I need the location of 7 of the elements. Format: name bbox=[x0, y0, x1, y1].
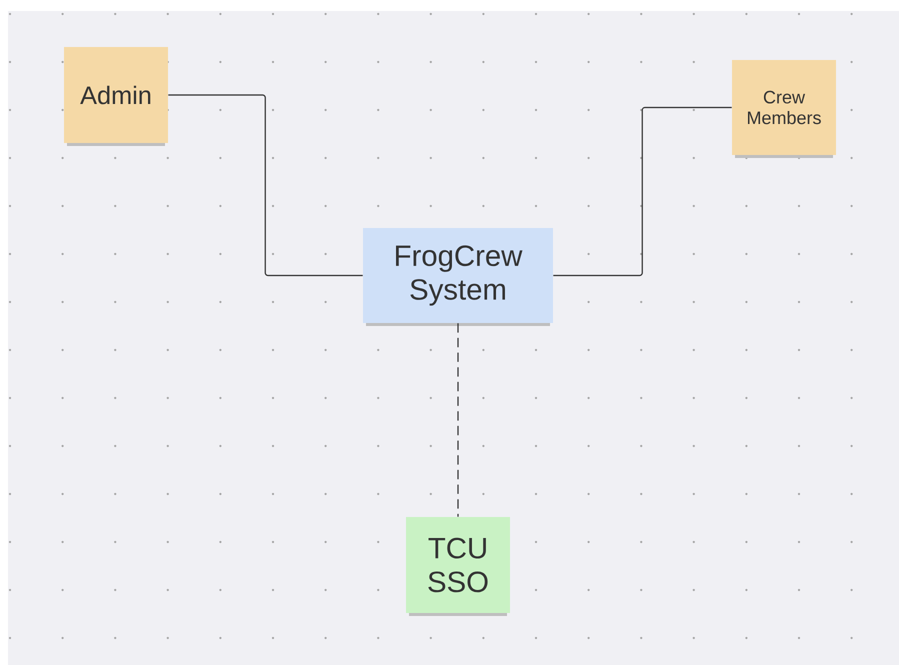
sticky-note: FrogCrew System bbox=[363, 228, 553, 326]
sticky-note: TCU SSO bbox=[406, 517, 510, 616]
connector-line bbox=[457, 323, 459, 517]
connector-line bbox=[168, 94, 363, 276]
connector-line bbox=[553, 106, 732, 276]
sticky-note: Admin bbox=[64, 47, 168, 146]
sticky-note: Crew Members bbox=[732, 60, 836, 158]
